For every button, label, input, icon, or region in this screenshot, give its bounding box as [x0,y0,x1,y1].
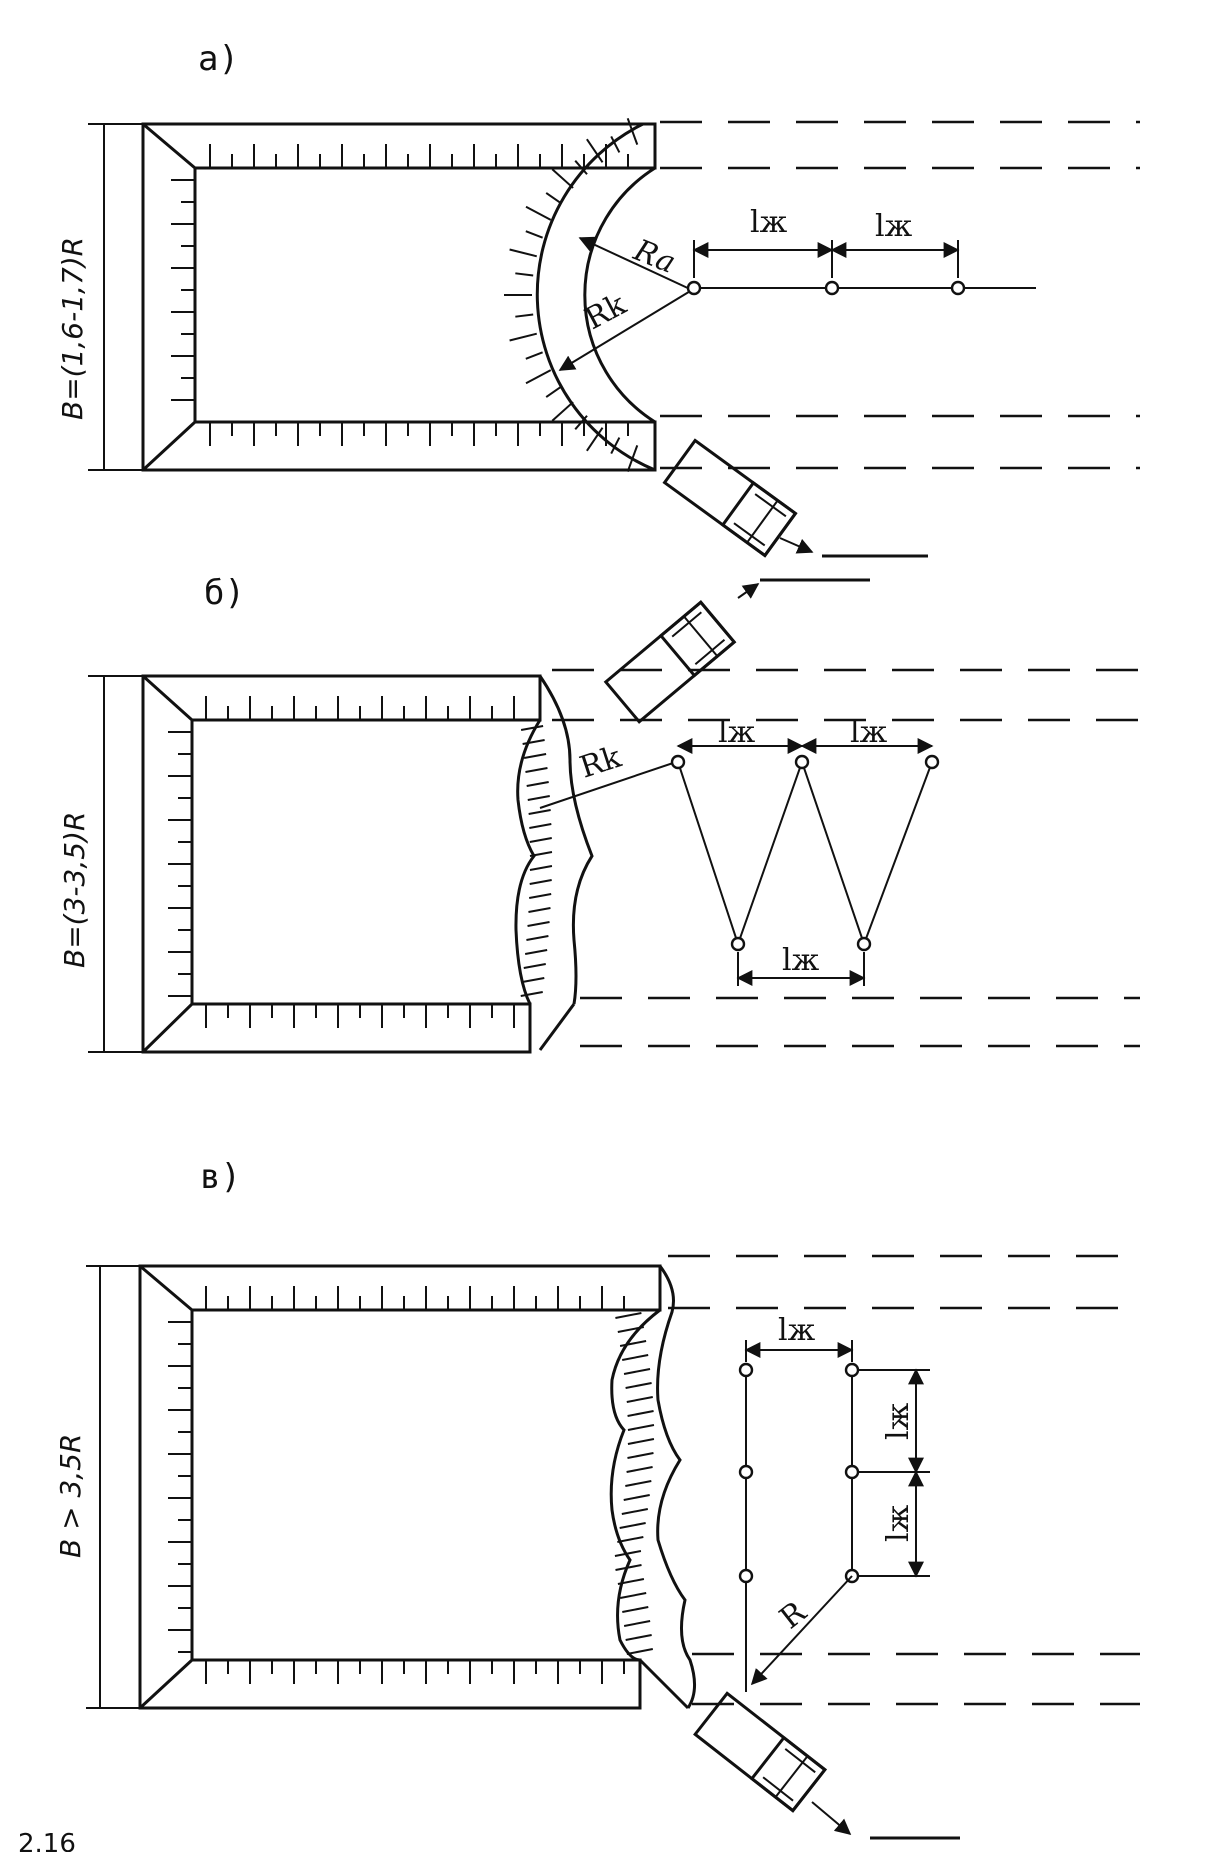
panel-c-spacing-2: lж [881,1402,916,1440]
panel-b-spacing-3: lж [782,943,820,978]
panel-a-spacing-1: lж [750,205,788,240]
panel-c-node-4 [844,1464,860,1480]
panel-c-label: в) [200,1157,241,1197]
panel-c-frame [138,1264,662,1710]
panel-a-face-inner [583,166,656,424]
panel-b-node-4 [730,936,746,952]
panel-a-width-label: B=(1,6-1,7)R [56,237,89,420]
panel-a-node-3 [950,280,966,296]
panel-c-truck-icon [693,1691,827,1813]
panel-a-spacing-2: lж [875,209,913,244]
panel-c-face-inner [609,1308,661,1662]
panel-c: в) B > 3,5R lж lж lж [54,1157,1140,1840]
panel-c-spacing-1: lж [778,1313,816,1348]
panel-b: б) B=(3-3,5)R Rk [58,573,1140,1054]
panel-c-node-2 [844,1362,860,1378]
panel-c-face-outer [656,1265,696,1709]
panel-a: а) B=(1,6-1,7)R Ra Rk lж lж [56,39,1140,558]
panel-a-ra-label: Ra [628,233,680,281]
panel-a-node-1 [686,280,702,296]
panel-b-node-1 [670,754,686,770]
panel-b-truck-icon [603,600,737,724]
panel-b-node-2 [794,754,810,770]
panel-c-r-label: R [773,1594,813,1636]
panel-b-rk-label: Rk [576,739,626,785]
panel-c-radius [750,1575,853,1686]
panel-a-face-outer [535,122,656,472]
panel-b-node-3 [924,754,940,770]
panel-b-width-label: B=(3-3,5)R [58,812,91,968]
panel-b-face-outer [538,675,594,1005]
figure-caption: 2.16 [18,1829,76,1852]
panel-b-frame [141,674,542,1054]
panel-a-label: а) [198,39,239,79]
panel-b-face-inner [514,719,542,1005]
panel-a-node-2 [824,280,840,296]
panel-b-zigzag-path [677,758,933,948]
panel-c-node-5 [738,1568,754,1584]
panel-b-node-5 [856,936,872,952]
panel-b-label: б) [204,573,245,613]
panel-a-radius-a [578,236,693,291]
panel-a-truck-icon [662,438,798,558]
panel-b-radius-k [539,761,677,809]
panel-c-width-label: B > 3,5R [54,1434,87,1558]
panel-c-node-3 [738,1464,754,1480]
panel-c-node-1 [738,1362,754,1378]
panel-a-radius-k [558,289,693,371]
panel-c-spacing-3: lж [881,1504,916,1542]
